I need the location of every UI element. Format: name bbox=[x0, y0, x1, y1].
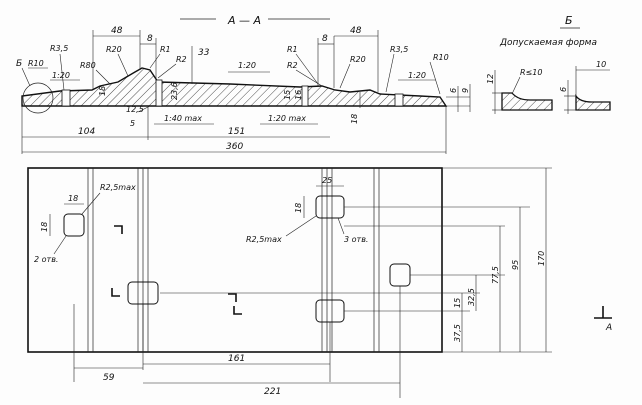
callout-r10-left: R10 bbox=[28, 59, 44, 68]
leader-r2-left bbox=[157, 63, 177, 79]
note-2holes: 2 отв. bbox=[34, 255, 58, 264]
leader-r25max-mid bbox=[285, 215, 317, 237]
callout-r25max-mid: R2,5max bbox=[246, 235, 282, 244]
dim-16: 16 bbox=[294, 90, 303, 100]
leader-r1-left bbox=[149, 53, 161, 69]
section-view: А — А Б 48 8 8 48 R3,5 R10 1:20 bbox=[16, 14, 471, 154]
dim-8-right: 8 bbox=[322, 34, 328, 44]
rib-gap-3 bbox=[301, 85, 309, 107]
dim-95: 95 bbox=[511, 260, 520, 270]
callout-r35-right: R3,5 bbox=[390, 45, 408, 54]
section-profile bbox=[21, 67, 448, 107]
callout-r1-left: R1 bbox=[160, 45, 171, 54]
section-arrow-label: А bbox=[605, 323, 612, 333]
dim-5: 5 bbox=[130, 119, 135, 128]
note-3holes: 3 отв. bbox=[344, 235, 368, 244]
dim-18-right: 18 bbox=[350, 114, 359, 124]
detail-marker-b: Б bbox=[565, 14, 573, 27]
section-title: А — А bbox=[227, 14, 261, 27]
detail-dim-10: 10 bbox=[596, 60, 606, 69]
callout-slope-40: 1:40 max bbox=[164, 114, 202, 123]
dim-12-5: 12,5 bbox=[126, 105, 144, 114]
callout-slope-top: 1:20 bbox=[238, 61, 256, 70]
callout-r20-right: R20 bbox=[350, 55, 366, 64]
detail-marker-label: Б bbox=[16, 59, 22, 69]
plan-view: 18 18 R2,5max 2 отв. 25 18 R2,5max 3 отв… bbox=[27, 167, 612, 398]
dim-18-right-hole: 18 bbox=[294, 203, 303, 213]
dim-33: 33 bbox=[198, 48, 210, 58]
leader-r20-left bbox=[117, 53, 129, 77]
hole-rect-bottom-right bbox=[315, 299, 345, 323]
callout-r25max-top: R2,5max bbox=[100, 183, 136, 192]
dim-18-left: 18 bbox=[98, 86, 107, 96]
detail-leader-r bbox=[511, 76, 521, 95]
detail-profile-right bbox=[575, 93, 611, 111]
dim-32-5: 32,5 bbox=[467, 288, 476, 306]
dim-170: 170 bbox=[537, 251, 546, 266]
leader-r2-right bbox=[295, 69, 323, 87]
corner-mark bbox=[114, 225, 123, 234]
dim-18-w: 18 bbox=[68, 194, 78, 203]
callout-r2-right: R2 bbox=[287, 61, 298, 70]
detail-view: Б Допускаемая форма 12 R≤10 6 10 bbox=[486, 14, 611, 114]
dim-221: 221 bbox=[264, 387, 281, 397]
leader-r35-left bbox=[59, 53, 65, 91]
dim-48-right: 48 bbox=[350, 26, 362, 36]
leader-r25max-top bbox=[81, 192, 101, 215]
callout-r80: R80 bbox=[80, 61, 96, 70]
detail-marker-leader bbox=[21, 67, 31, 87]
corner-mark bbox=[228, 293, 237, 302]
callout-r2-left: R2 bbox=[176, 55, 187, 64]
dim-104: 104 bbox=[78, 127, 95, 137]
dim-9: 9 bbox=[461, 88, 470, 93]
dim-15: 15 bbox=[283, 90, 292, 100]
dim-161: 161 bbox=[228, 354, 245, 364]
dim-151: 151 bbox=[228, 127, 245, 137]
detail-circle bbox=[22, 82, 54, 114]
dim-8-left: 8 bbox=[147, 34, 153, 44]
dim-59: 59 bbox=[103, 373, 115, 383]
callout-r35-left: R3,5 bbox=[50, 44, 68, 53]
callout-slope-20-low: 1:20 max bbox=[268, 114, 306, 123]
leader-r20-right bbox=[339, 63, 351, 89]
callout-slope-right: 1:20 bbox=[408, 71, 426, 80]
rib-gap-2 bbox=[155, 79, 163, 107]
dim-25: 25 bbox=[322, 176, 332, 185]
leader-r35-right bbox=[385, 53, 395, 93]
corner-mark bbox=[233, 306, 242, 315]
detail-title: Допускаемая форма bbox=[499, 38, 597, 48]
dim-6: 6 bbox=[449, 88, 458, 93]
plate-outline bbox=[27, 167, 443, 353]
dim-77-5: 77,5 bbox=[491, 266, 500, 284]
leader-r80 bbox=[95, 69, 111, 85]
leader-2holes bbox=[53, 235, 67, 255]
callout-r20-left: R20 bbox=[106, 45, 122, 54]
leader-3holes bbox=[337, 217, 345, 235]
rib-gap-4 bbox=[394, 93, 404, 107]
detail-dim-12: 12 bbox=[486, 74, 495, 84]
dim-360: 360 bbox=[226, 142, 243, 152]
dim-48-left: 48 bbox=[111, 26, 123, 36]
rib-lines bbox=[87, 168, 380, 352]
detail-r-le10: R≤10 bbox=[520, 68, 542, 77]
hole-square-left bbox=[63, 213, 85, 237]
rib-gap-1 bbox=[61, 89, 71, 107]
dim-15: 15 bbox=[453, 298, 462, 308]
callout-r1-right: R1 bbox=[287, 45, 298, 54]
callout-r10-right: R10 bbox=[433, 53, 449, 62]
callout-slope-left: 1:20 bbox=[52, 71, 70, 80]
hole-rect-top-right bbox=[315, 195, 345, 219]
leader-r1-right bbox=[295, 53, 319, 85]
hole-square-right bbox=[389, 263, 411, 287]
dim-23-6: 23,6 bbox=[170, 82, 179, 100]
dim-18-h: 18 bbox=[40, 222, 49, 232]
detail-profile-left bbox=[501, 92, 553, 111]
detail-dim-6: 6 bbox=[559, 87, 568, 92]
dim-37-5: 37,5 bbox=[453, 324, 462, 342]
corner-mark bbox=[111, 288, 120, 297]
leader-r10-right bbox=[429, 61, 441, 95]
